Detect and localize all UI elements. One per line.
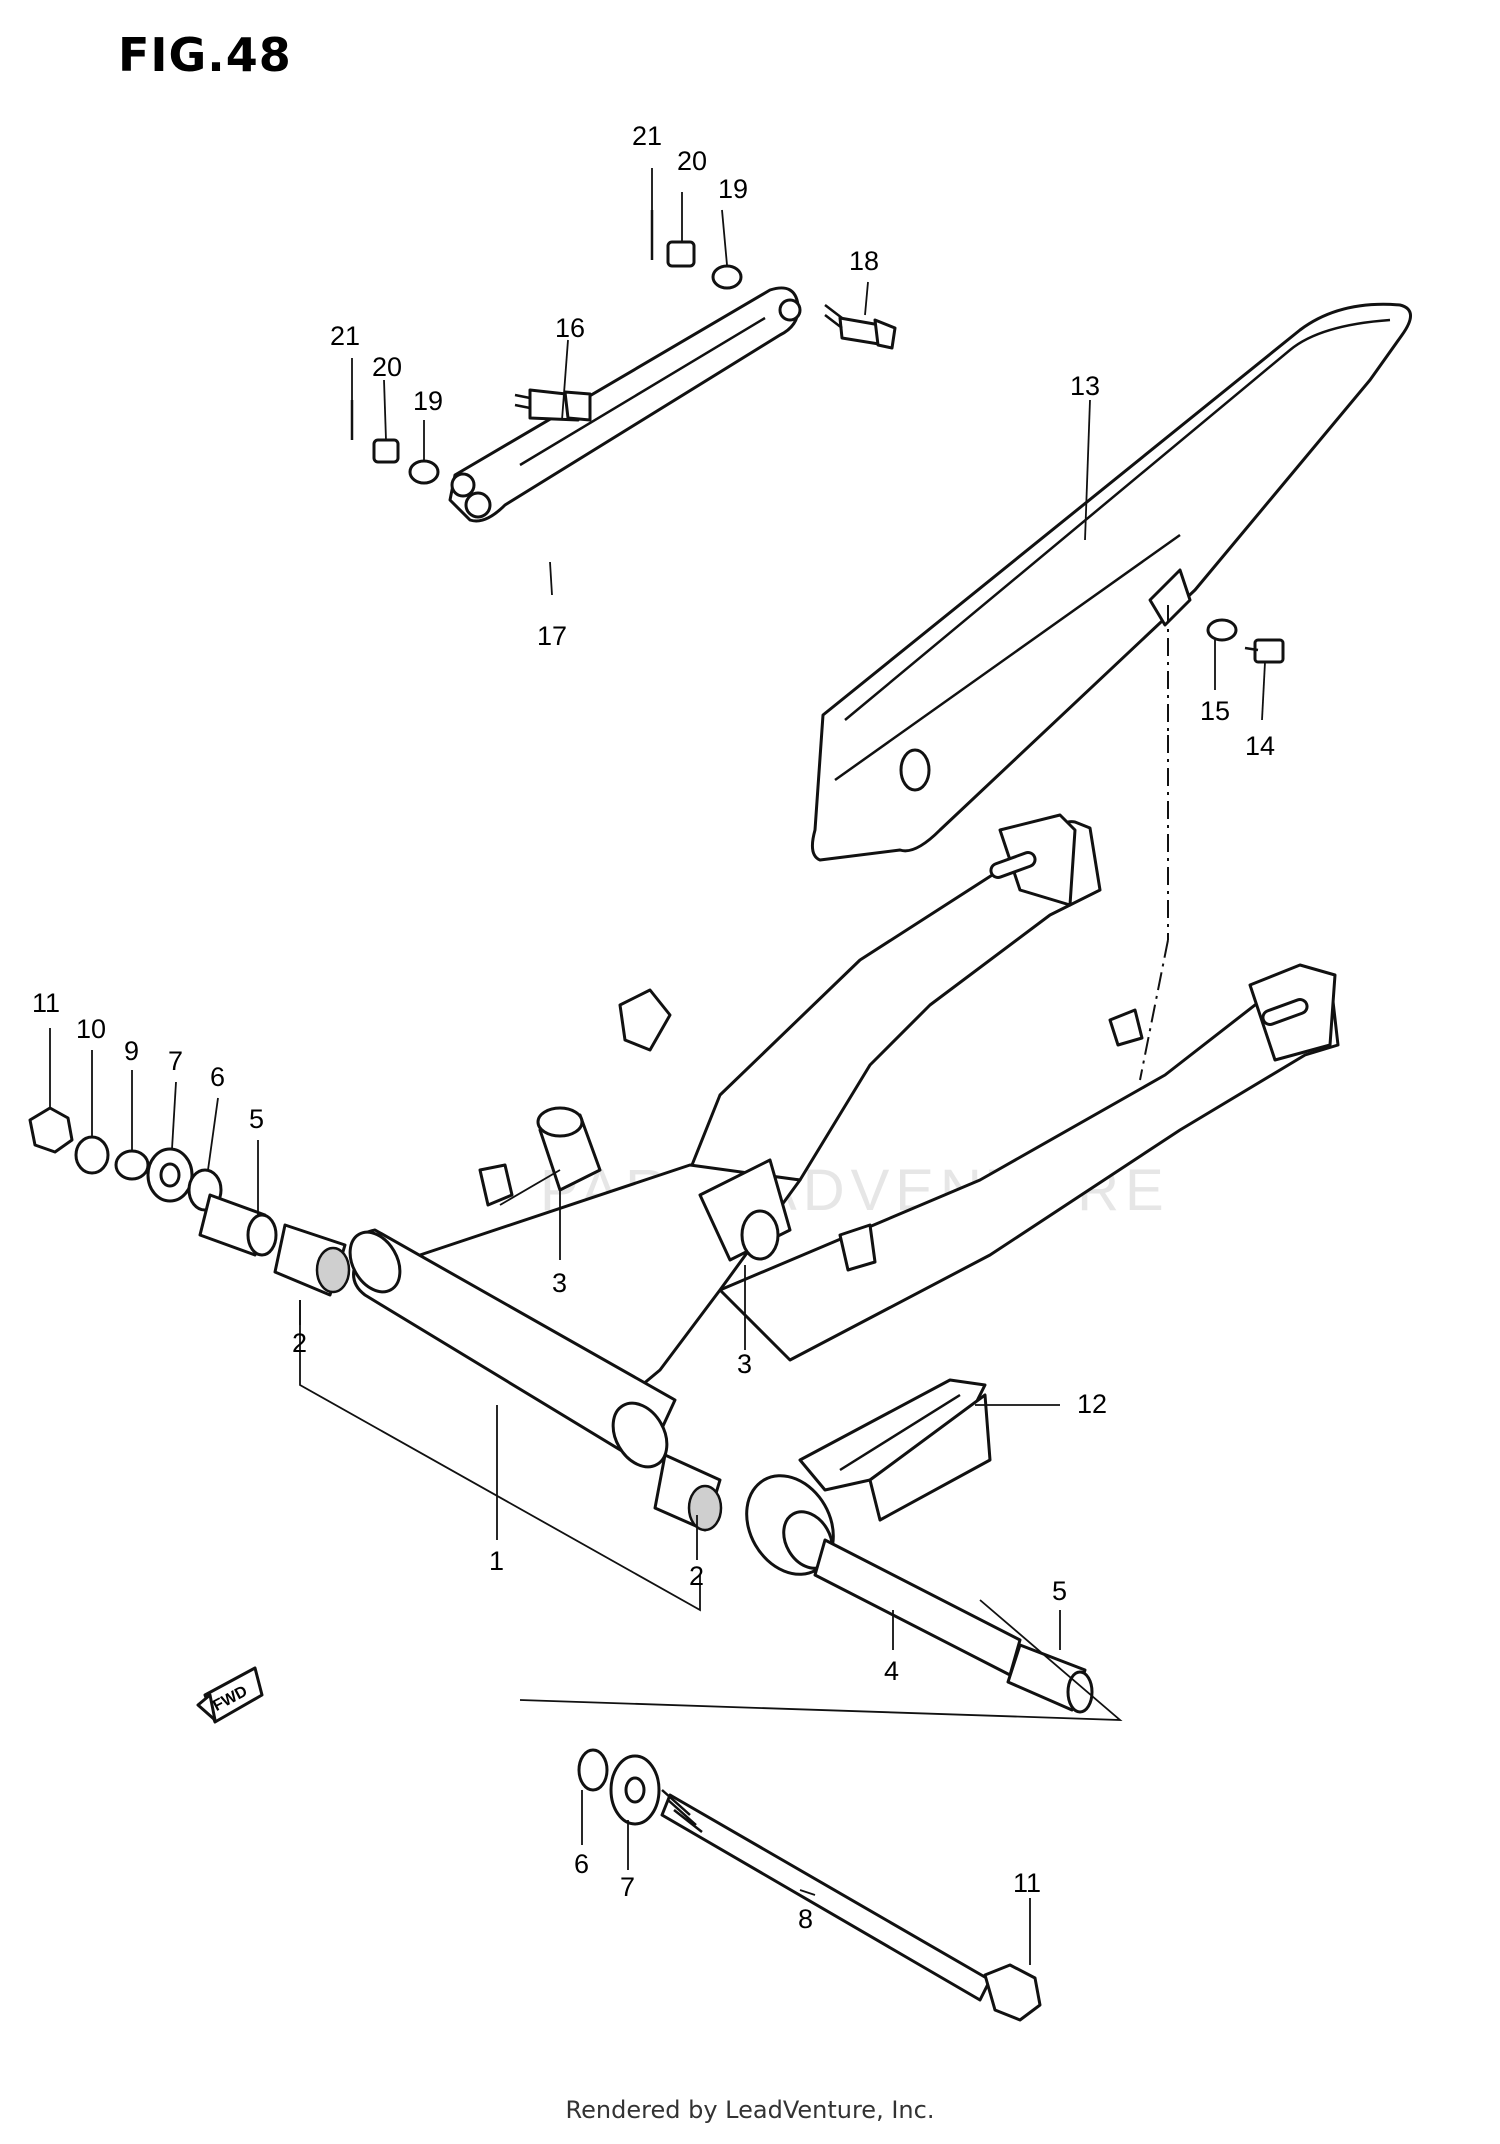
- torque-rod: [448, 286, 802, 523]
- figure-title: FIG.48: [118, 28, 292, 82]
- callout-7-right: 7: [620, 1872, 635, 1902]
- callout-16: 16: [555, 313, 585, 343]
- callout-8: 8: [798, 1904, 813, 1934]
- callout-2-left: 2: [292, 1328, 307, 1358]
- washer-6-right: [577, 1748, 609, 1792]
- callout-5-right: 5: [1052, 1576, 1067, 1606]
- collar-10: [74, 1135, 110, 1175]
- callout-15: 15: [1200, 696, 1230, 726]
- callout-10: 10: [76, 1014, 106, 1044]
- callout-19-left: 19: [413, 386, 443, 416]
- footer-credit: Rendered by LeadVenture, Inc.: [565, 2096, 935, 2124]
- washer-19-top: [711, 264, 743, 290]
- callout-6-right: 6: [574, 1849, 589, 1879]
- callout-19-top: 19: [718, 174, 748, 204]
- washer-7-left: [146, 1147, 194, 1203]
- bolt-18: [824, 304, 897, 350]
- bolt-17: [514, 388, 592, 422]
- callout-6-left: 6: [210, 1062, 225, 1092]
- bushing-3-right: [698, 1158, 792, 1262]
- callout-9: 9: [124, 1036, 139, 1066]
- bearing-2-left: [273, 1223, 351, 1297]
- chain-case: [810, 302, 1412, 862]
- callout-4: 4: [884, 1656, 899, 1686]
- callout-7-left: 7: [168, 1046, 183, 1076]
- collar-5-right: [1006, 1643, 1094, 1714]
- bolt-14: [1244, 638, 1285, 664]
- washer-19-left: [408, 459, 440, 485]
- nut-20-left: [372, 438, 400, 464]
- spacer-5-left: [198, 1193, 278, 1257]
- nut-11-left: [28, 1106, 74, 1154]
- callout-3-left: 3: [552, 1268, 567, 1298]
- fwd-arrow-icon: FWD: [196, 1666, 264, 1724]
- nut-11-right: [983, 1963, 1042, 2022]
- callout-1: 1: [489, 1546, 504, 1576]
- chain-buffer: [798, 1378, 992, 1522]
- callout-17: 17: [537, 621, 567, 651]
- callout-11-left: 11: [32, 988, 60, 1018]
- washer-9: [114, 1149, 150, 1181]
- nut-20-top: [666, 240, 696, 268]
- bearing-2-right: [653, 1453, 723, 1532]
- callout-11-right: 11: [1013, 1868, 1041, 1898]
- callout-12: 12: [1077, 1389, 1107, 1419]
- callout-20-top: 20: [677, 146, 707, 176]
- callout-13: 13: [1070, 371, 1100, 401]
- callout-2-right: 2: [689, 1561, 704, 1591]
- pivot-shaft: [660, 1789, 992, 2002]
- callout-3-right: 3: [737, 1349, 752, 1379]
- callout-14: 14: [1245, 731, 1275, 761]
- callout-21-left: 21: [330, 321, 360, 351]
- callout-5-left: 5: [249, 1104, 264, 1134]
- washer-7-right: [609, 1754, 661, 1826]
- washer-15: [1206, 618, 1238, 642]
- swingarm: [348, 813, 1340, 1469]
- callout-20-left: 20: [372, 352, 402, 382]
- bushing-3-left: [536, 1106, 602, 1192]
- callout-21-top: 21: [632, 121, 662, 151]
- callout-18: 18: [849, 246, 879, 276]
